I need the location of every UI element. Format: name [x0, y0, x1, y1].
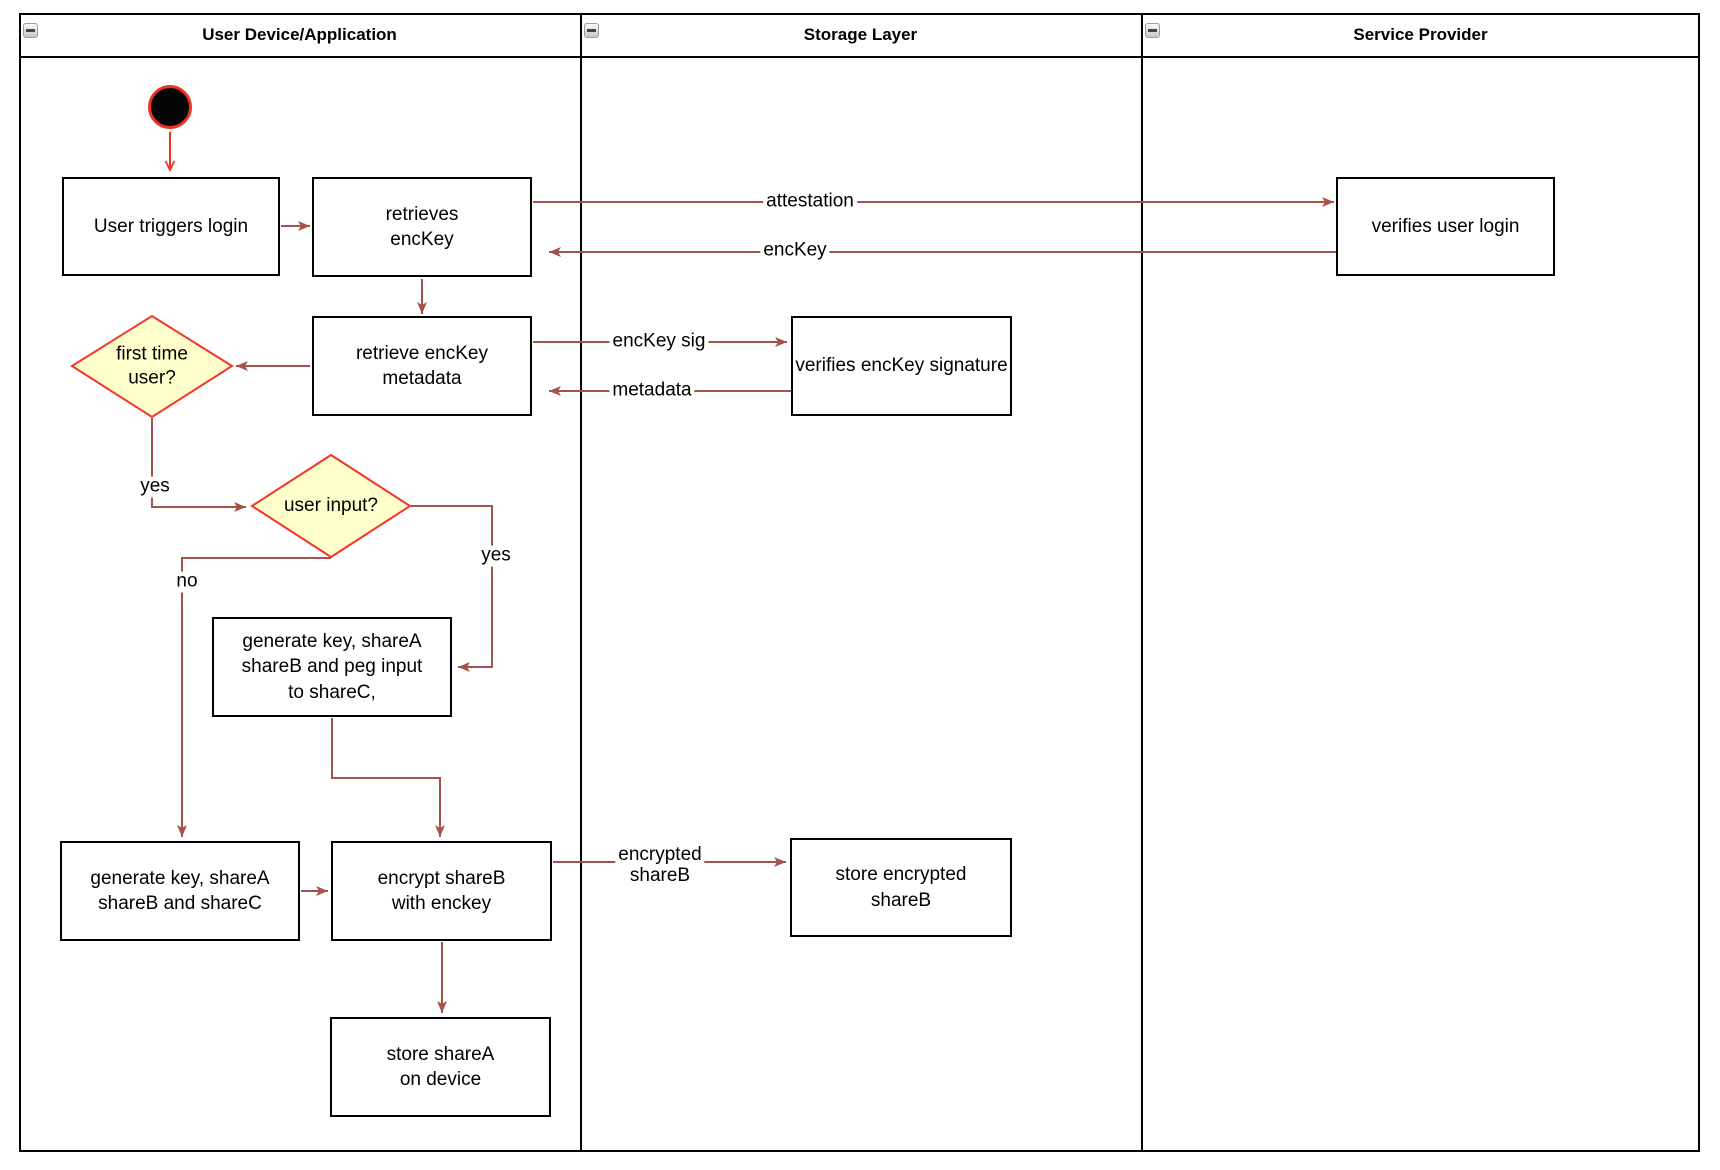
lane-divider-2: [1141, 13, 1143, 1152]
lane-header-separator: [19, 56, 1700, 58]
node-user-triggers-login[interactable]: User triggers login: [62, 177, 280, 276]
edge-label-enckey-sig: encKey sig: [609, 331, 709, 353]
node-store-sharea-on-device[interactable]: store shareA on device: [330, 1017, 551, 1117]
node-verifies-enckey-signature[interactable]: verifies encKey signature: [791, 316, 1012, 416]
start-circle[interactable]: [148, 85, 192, 129]
collapse-minus-icon[interactable]: [584, 23, 599, 38]
lane-title-service-provider: Service Provider: [1353, 25, 1488, 44]
edge-userinput-yes: [411, 505, 493, 672]
edge-peg-to-encrypt: [331, 718, 445, 837]
edge-label-enckey: encKey: [760, 240, 830, 262]
decision-label-first-time-user: first time user?: [116, 343, 188, 388]
node-encrypt-shareb[interactable]: encrypt shareB with enckey: [331, 841, 552, 941]
node-store-encrypted-shareb[interactable]: store encrypted shareB: [790, 838, 1012, 937]
lane-title-user-device: User Device/Application: [202, 25, 397, 44]
lane-title-storage-layer: Storage Layer: [803, 25, 918, 44]
edge-label-metadata: metadata: [609, 380, 695, 402]
edge-userinput-no: [177, 557, 331, 837]
collapse-minus-icon[interactable]: [1145, 23, 1160, 38]
node-verifies-user-login[interactable]: verifies user login: [1336, 177, 1555, 276]
edge-label-attestation: attestation: [763, 191, 857, 213]
node-generate-key-abc[interactable]: generate key, shareA shareB and shareC: [60, 841, 300, 941]
decision-first-time-user[interactable]: [70, 314, 234, 419]
edge-label-encrypted-shareb: encrypted shareB: [615, 844, 705, 887]
node-generate-key-peg-input[interactable]: generate key, shareA shareB and peg inpu…: [212, 617, 452, 717]
edge-firsttime-yes: [151, 418, 246, 512]
edge-label-no-user-input: no: [173, 571, 201, 593]
edge-label-yes-first-time: yes: [137, 476, 173, 498]
collapse-minus-icon[interactable]: [23, 23, 38, 38]
edge-label-yes-user-input: yes: [478, 545, 514, 567]
node-retrieve-enckey-metadata[interactable]: retrieve encKey metadata: [312, 316, 532, 416]
lane-divider-1: [580, 13, 582, 1152]
node-retrieves-enckey[interactable]: retrieves encKey: [312, 177, 532, 277]
decision-user-input[interactable]: [250, 453, 412, 559]
decision-label-user-input: user input?: [283, 495, 379, 517]
